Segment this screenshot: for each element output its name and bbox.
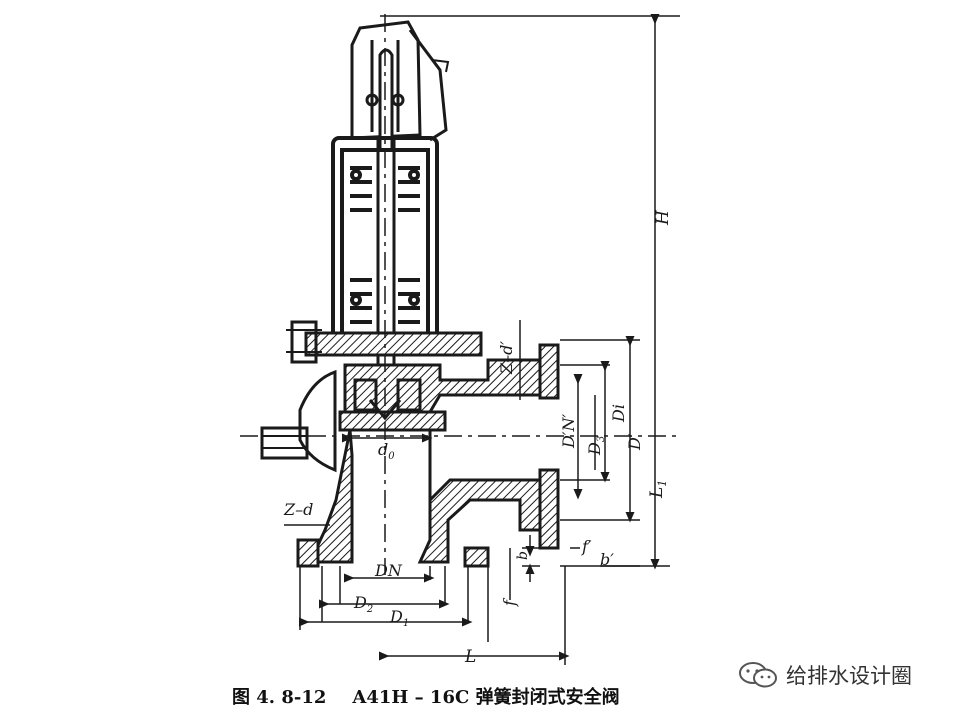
- label-Zd-prime: Z–d′: [497, 341, 516, 375]
- label-L: L: [464, 647, 476, 667]
- figure-number: 图 4. 8-12: [232, 687, 327, 708]
- cap-and-lever: [350, 20, 450, 152]
- label-D1: D1: [389, 607, 409, 629]
- bonnet-flange: [286, 320, 483, 364]
- label-H: H: [653, 209, 673, 226]
- watermark-text: 给排水设计圈: [786, 664, 912, 688]
- spring-coils: [350, 166, 420, 324]
- watermark: 给排水设计圈: [738, 660, 912, 690]
- label-D2: D2: [353, 593, 373, 615]
- wechat-icon: [739, 662, 777, 688]
- label-b: b: [515, 551, 531, 560]
- label-Di: Di: [609, 404, 628, 423]
- label-f: f: [500, 597, 519, 607]
- label-f-prime: f′: [581, 537, 592, 556]
- dimension-lines: [240, 14, 680, 665]
- figure-caption: 图 4. 8-12 A41H – 16C 弹簧封闭式安全阀: [232, 683, 646, 709]
- valve-body: [260, 343, 560, 568]
- label-b-prime: b′: [600, 550, 614, 569]
- label-D3: D3: [585, 436, 607, 456]
- label-d0: d0: [378, 440, 395, 462]
- figure-title: A41H – 16C 弹簧封闭式安全阀: [352, 687, 620, 708]
- label-DN-prime: D′N′: [559, 414, 578, 449]
- label-D-prime: D′: [625, 433, 644, 451]
- dimension-labels: H L1 Z–d′ D′N′ D3 Di D′ d0 Z–d f′ b′ b f…: [283, 209, 673, 667]
- label-Zd: Z–d: [283, 500, 313, 519]
- label-DN: DN: [374, 561, 403, 580]
- label-L1: L1: [647, 480, 669, 499]
